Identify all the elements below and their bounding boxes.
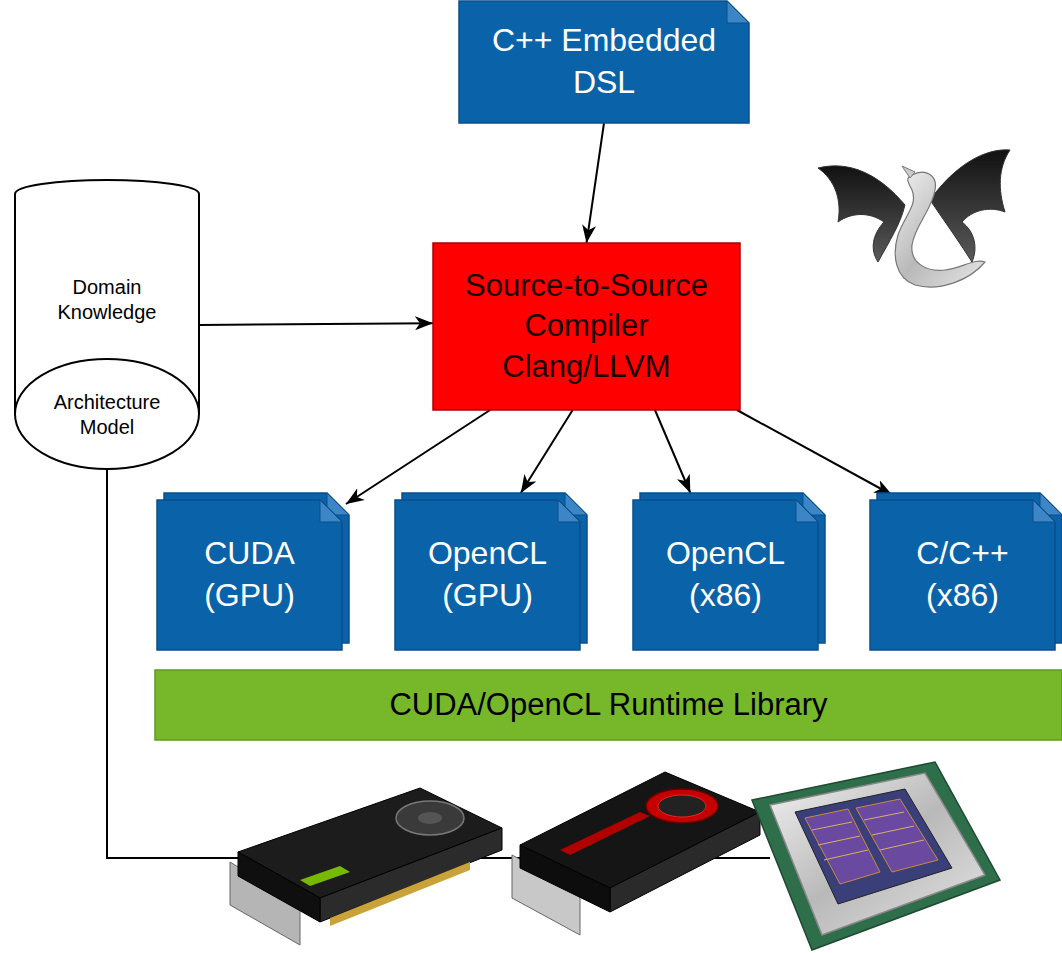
- folded-corner: [727, 1, 749, 23]
- node-outline: [157, 500, 342, 650]
- document-shape: [395, 500, 580, 650]
- node-label: CUDA (GPU): [175, 533, 325, 616]
- node-label: CUDA/OpenCL Runtime Library: [389, 685, 827, 725]
- input-document: C++ Embedded DSL: [459, 1, 749, 123]
- node-label: OpenCL (GPU): [413, 533, 563, 616]
- compiler-box: Source-to-Source Compiler Clang/LLVM: [433, 243, 740, 410]
- arrow-connector: [587, 123, 605, 243]
- output-document: C/C++ (x86): [870, 500, 1055, 650]
- node-label: C/C++ (x86): [888, 533, 1038, 616]
- folded-corner: [1033, 500, 1055, 522]
- intel-cpu: [752, 762, 1000, 950]
- arrow-connector: [655, 410, 690, 493]
- folded-corner: [796, 500, 818, 522]
- knowledge-database: Domain KnowledgeArchitecture Model: [14, 180, 200, 470]
- output-document: OpenCL (GPU): [395, 500, 580, 650]
- amd-gpu-card: [512, 772, 760, 935]
- nvidia-gpu-card: [230, 788, 502, 945]
- node-outline: [395, 500, 580, 650]
- arrow-connector: [521, 410, 573, 493]
- output-document: CUDA (GPU): [157, 500, 342, 650]
- document-shape: [459, 1, 749, 123]
- document-shape: [633, 500, 818, 650]
- cylinder-body: [15, 180, 199, 469]
- node-label: C++ Embedded DSL: [479, 20, 729, 103]
- arrow-connector: [346, 410, 490, 504]
- node-label: Source-to-Source Compiler Clang/LLVM: [449, 266, 724, 387]
- node-outline: [633, 500, 818, 650]
- runtime-band: CUDA/OpenCL Runtime Library: [155, 670, 1062, 740]
- llvm-dragon-logo: [818, 150, 1010, 287]
- document-shape: [157, 500, 342, 650]
- arrow-connector: [737, 410, 892, 495]
- node-label: Domain Knowledge: [42, 275, 172, 325]
- box-fill: [155, 670, 1062, 740]
- output-document: OpenCL (x86): [633, 500, 818, 650]
- node-label: Architecture Model: [42, 390, 172, 440]
- node-outline: [459, 1, 749, 123]
- node-outline: [870, 500, 1055, 650]
- document-shape: [870, 500, 1055, 650]
- folded-corner: [558, 500, 580, 522]
- node-label: OpenCL (x86): [651, 533, 801, 616]
- folded-corner: [320, 500, 342, 522]
- arrow-connector: [200, 323, 433, 325]
- box-fill: [433, 243, 740, 410]
